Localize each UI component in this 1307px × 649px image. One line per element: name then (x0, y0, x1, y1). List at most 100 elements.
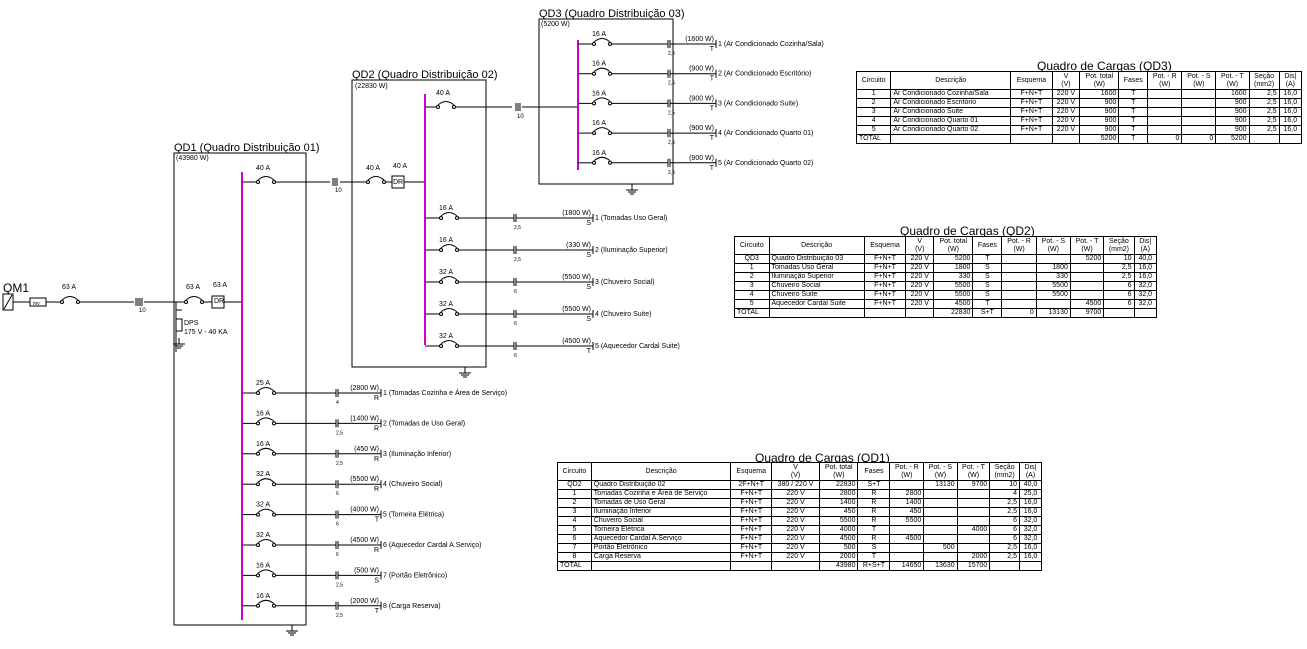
table-cell: 4500 (1069, 299, 1105, 309)
table-cell: 4 (989, 489, 1020, 499)
table-cell: 220 V (905, 299, 935, 309)
table-cell: 220 V (1051, 107, 1081, 117)
qd3-circuit-1-breaker-label: 16 A (592, 31, 606, 38)
table-cell: 2,5 (989, 552, 1020, 562)
qd2-circuit-4-description: 4 (Chuveiro Suite) (595, 311, 651, 318)
table-cell: 0 (1001, 308, 1037, 318)
qd1-dr-label: DR (214, 298, 224, 305)
table-cell: 500 (923, 543, 958, 553)
qd2-circuit-1-power-label: (1800 W) (562, 210, 591, 217)
qd2-circuit-5-breaker-label: 32 A (439, 333, 453, 340)
table-cell: 6 (1103, 290, 1135, 300)
table-cell: 16,0 (1278, 89, 1303, 99)
table-cell: 5200 (1069, 254, 1105, 264)
qd3-circuit-5-description: 5 (Ar Condicionado Quarto 02) (718, 160, 813, 167)
table-cell: R+S+T (857, 561, 891, 571)
qd3-circuit-2-breaker (593, 67, 611, 73)
table-cell: 5500 (933, 290, 974, 300)
table-cell: T (1118, 125, 1149, 135)
qm1-breaker-label: 63 A (62, 284, 76, 291)
qd1-circuit-5-breaker-contact (256, 512, 260, 517)
table-cell: F+N+T (730, 552, 773, 562)
table-cell: 2,5 (1103, 263, 1135, 273)
table-cell (923, 489, 958, 499)
table-cell: 2000 (956, 552, 991, 562)
table-header-cell: Fases (857, 462, 891, 481)
qd1-circuit-1-description: 1 (Tomadas Cozinha e Área de Serviço) (383, 388, 507, 397)
table-cell: S+T (857, 480, 891, 490)
table-cell (1103, 308, 1135, 318)
qd3-circuit-2-breaker-contact (608, 71, 612, 76)
table-header-cell: Dis| (A) (1133, 236, 1158, 255)
qd3-circuit-5-breaker-contact (608, 160, 612, 165)
table-cell (863, 308, 907, 318)
qd2-circuit-3-phase-label: S (586, 284, 591, 291)
qd1-circuit-2-phase-label: R (374, 425, 379, 432)
qd1-main-breaker-label: 63 A (186, 284, 200, 291)
qd1-circuit-6-description: 6 (Aquecedor Cardal A.Serviço) (383, 542, 481, 549)
table-cell: 16,0 (1019, 552, 1042, 562)
table-cell: 5 (734, 299, 770, 309)
table-header-cell: Pot. - R (W) (1147, 71, 1183, 90)
qd3-circuit-1-description: 1 (Ar Condicionado Cozinha/Sala) (718, 41, 824, 48)
qm1-label: QM1 (3, 281, 29, 295)
table-cell: TOTAL (734, 308, 770, 318)
table-cell: 220 V (905, 290, 935, 300)
table-cell: F+N+T (730, 543, 773, 553)
qd1-title: QD1 (Quadro Distribuição 01) (174, 142, 320, 154)
table-header-cell: Circuito (855, 71, 892, 90)
qd3-circuit-1-breaker-contact (592, 42, 596, 46)
qd1-circuit-4-phase-label: R (374, 486, 379, 493)
qd3-circuit-1-cable-label: 2,5 (668, 51, 675, 57)
table-cell (956, 507, 991, 517)
qd2-circuit-2-description: 2 (Iluminação Superior) (595, 247, 668, 254)
table-cell: 2 (855, 98, 892, 108)
qd1-circuit-2-cable-label: 2,5 (336, 430, 343, 436)
qd2-circuit-5-breaker-contact (455, 344, 459, 348)
table-cell (768, 308, 865, 318)
table-cell: 9700 (956, 480, 991, 490)
table-cell: 5500 (933, 281, 974, 291)
table-cell (1181, 98, 1217, 108)
qd2-circuit-2-breaker-label: 16 A (439, 237, 453, 244)
table-cell: T (857, 552, 891, 562)
qd2-main-breaker-contact (366, 180, 370, 184)
qm1-breaker (61, 296, 79, 301)
table-cell: TOTAL (557, 561, 592, 571)
table-cell: 32,0 (1019, 525, 1042, 535)
table-header-cell: Pot. - R (W) (889, 462, 925, 481)
table-cell: T (1118, 116, 1149, 126)
table-cell: 2 (557, 498, 592, 508)
qd2-circuit-4-breaker-label: 32 A (439, 301, 453, 308)
qd2-main-breaker-label: 40 A (366, 165, 380, 172)
table-cell: 3 (557, 507, 592, 517)
qd2-power: (22830 W) (355, 83, 388, 90)
qd2-circuit-5-power-label: (4500 W) (562, 338, 591, 345)
table-cell (1069, 290, 1105, 300)
qd3-circuit-2-breaker-label: 16 A (592, 61, 606, 68)
table-cell (1069, 272, 1105, 282)
qd1-circuit-8-breaker (257, 599, 275, 605)
qd2-circuit-5-breaker-contact (439, 344, 443, 348)
qd1-circuit-6-power-label: (4500 W) (350, 537, 379, 544)
table-header-cell: Pot. - S (W) (1035, 236, 1071, 255)
table-cell: 3 (734, 281, 770, 291)
table-header-cell: Pot. - S (W) (923, 462, 958, 481)
qd1-circuit-1-phase-label: R (374, 395, 379, 402)
table-header-cell: Seção (mm2) (1248, 71, 1280, 90)
table-cell: 500 (819, 543, 859, 553)
table-cell: Ar Condicionado Escritório (890, 98, 1012, 108)
table-cell: 5200 (1079, 134, 1120, 144)
table-cell (923, 525, 958, 535)
table-cell: 13130 (923, 480, 958, 490)
qd3-circuit-3-power-label: (900 W) (689, 95, 714, 102)
table-cell: TOTAL (855, 134, 892, 144)
qd3-circuit-3-breaker-label: 16 A (592, 90, 606, 97)
qd1-circuit-2-power-label: (1400 W) (350, 415, 379, 422)
table-cell: 16,0 (1019, 498, 1042, 508)
qd1-circuit-1-breaker-contact (256, 391, 260, 395)
